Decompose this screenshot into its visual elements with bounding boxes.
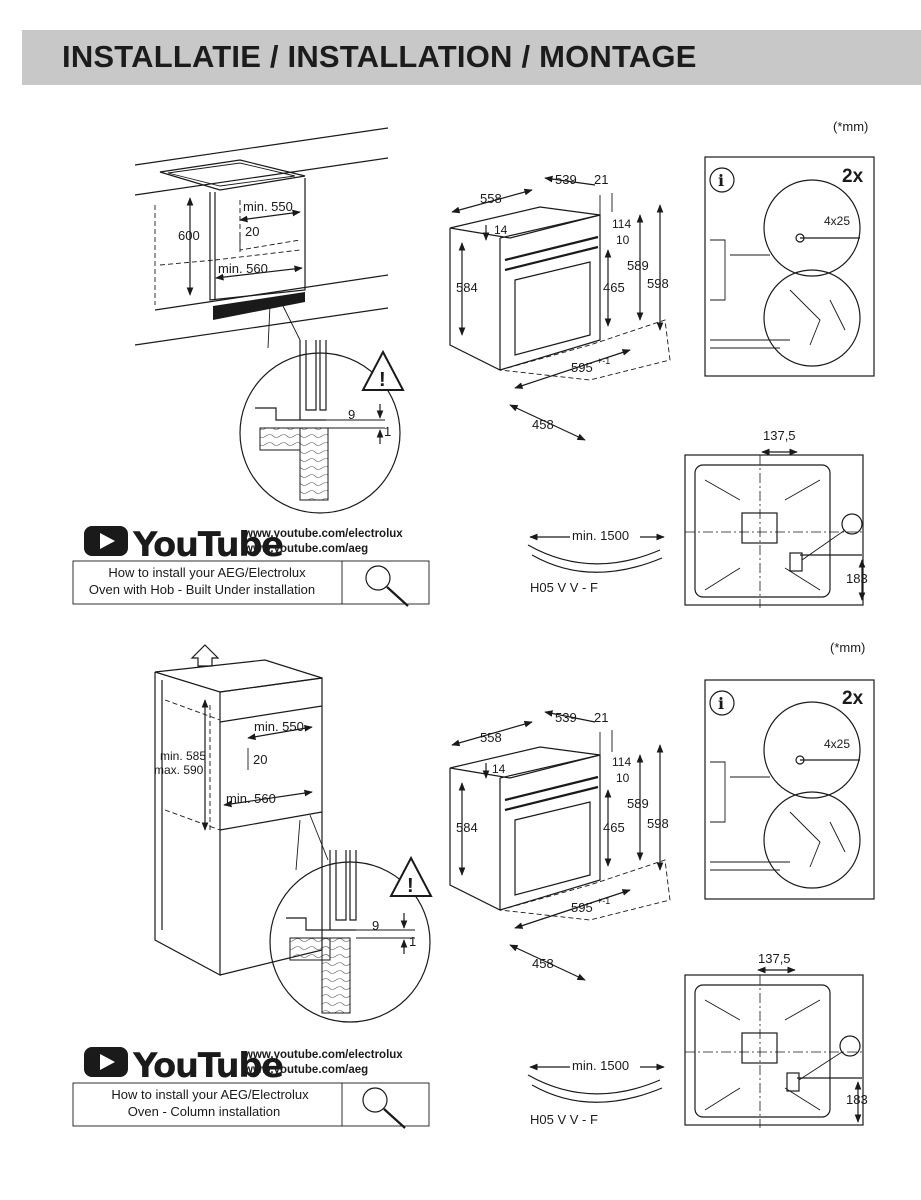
dim-column-height-min: min. 585 (160, 749, 206, 763)
dim-cabinet-height: 600 (178, 228, 200, 243)
electric-icon (841, 513, 863, 535)
youtube-url-1[interactable]: www.youtube.com/electrolux (243, 528, 403, 540)
dim-oven-step-2: 10 (616, 771, 630, 785)
youtube-wordmark: YouTube (132, 525, 283, 565)
unit-note: (*mm) (833, 119, 868, 134)
back-height: 183 (846, 571, 868, 586)
dim-detail-top-2: 9 (372, 918, 379, 933)
fixing-count: 2x (842, 166, 864, 187)
dim-detail-bottom-2: 1 (409, 934, 416, 949)
detail-circle-2: 9 1 ! (269, 814, 433, 1023)
dim-column-height-max: max. 590 (154, 763, 204, 777)
search-icon (365, 565, 391, 591)
dim-oven-front-width: 595 (571, 360, 593, 375)
dim-oven-top: 14 (494, 223, 508, 237)
cabinet-drawing: 600 min. 550 20 min. 560 (134, 127, 389, 346)
svg-text:i: i (718, 171, 724, 190)
youtube-wordmark-2: YouTube (132, 1046, 283, 1086)
video-caption-2b: Oven - Column installation (128, 1104, 280, 1119)
fixing-screw-2: 4x25 (824, 737, 850, 751)
back-view: 137,5 183 (684, 428, 868, 608)
dim-oven-depth-2: 458 (532, 956, 554, 971)
back-view-2: 137,5 183 (684, 951, 868, 1128)
back-offset-2: 137,5 (758, 951, 791, 966)
column-cabinet-drawing: min. 585 max. 590 min. 550 20 min. 560 (154, 644, 323, 977)
dim-column-gap: 20 (253, 752, 267, 767)
svg-text:!: ! (379, 369, 386, 391)
cable-type: H05 V V - F (530, 580, 598, 595)
dim-oven-h465: 465 (603, 280, 625, 295)
video-caption-2: Oven with Hob - Built Under installation (89, 582, 315, 597)
cable-length: min. 1500 (572, 528, 629, 543)
oven-drawing: 558 539 21 14 114 10 584 465 589 598 595… (449, 172, 671, 441)
dim-oven-top-right-2: 114 (612, 755, 631, 769)
dim-oven-h589-2: 589 (627, 796, 649, 811)
video-caption-1: How to install your AEG/Electrolux (108, 565, 306, 580)
dim-oven-top-right: 114 (612, 217, 631, 231)
fixing-box: i 2x 4x25 (704, 156, 875, 377)
youtube-url-2[interactable]: www.youtube.com/aeg (243, 543, 368, 555)
video-caption-1b: How to install your AEG/Electrolux (111, 1087, 309, 1102)
youtube-url-2b[interactable]: www.youtube.com/aeg (243, 1064, 368, 1076)
dim-cabinet-gap: 20 (245, 224, 259, 239)
dim-oven-door-2: 21 (594, 710, 608, 725)
cable-type-2: H05 V V - F (530, 1112, 598, 1127)
dim-oven-h584-2: 584 (456, 820, 478, 835)
dim-oven-door: 21 (594, 172, 608, 187)
dim-oven-depth: 458 (532, 417, 554, 432)
cable-length-2: min. 1500 (572, 1058, 629, 1073)
oven-drawing-2: 558 539 21 14 114 10 584 465 589 598 595… (449, 710, 671, 981)
cable-drawing: min. 1500 H05 V V - F (527, 528, 665, 595)
cable-drawing-2: min. 1500 H05 V V - F (527, 1058, 665, 1127)
back-height-2: 183 (846, 1092, 868, 1107)
dim-detail-top: 9 (348, 407, 355, 422)
dim-oven-width: 558 (480, 191, 502, 206)
info-icon (709, 167, 735, 193)
fixing-count-2: 2x (842, 688, 864, 709)
dim-oven-h598-2: 598 (647, 816, 669, 831)
dim-oven-front-width-2: 595 (571, 900, 593, 915)
dim-oven-width-2: 558 (480, 730, 502, 745)
svg-text:i: i (718, 694, 724, 713)
section-built-under: (*mm) 600 min. 550 20 (72, 119, 875, 608)
dim-oven-h598: 598 (647, 276, 669, 291)
fixing-box-2: i 2x 4x25 (704, 679, 875, 900)
search-icon (362, 1087, 388, 1113)
dim-column-width: min. 560 (226, 791, 276, 806)
dim-oven-step: 10 (616, 233, 630, 247)
dim-column-depth: min. 550 (254, 719, 304, 734)
dim-detail-bottom: 1 (384, 424, 391, 439)
dim-oven-depth-front: 539 (555, 172, 577, 187)
dim-oven-front-tol-2: +-1 (597, 896, 610, 906)
dim-cabinet-width: min. 560 (218, 261, 268, 276)
electric-icon (839, 1035, 861, 1057)
youtube-block-2[interactable]: YouTube www.youtube.com/electrolux www.y… (72, 1046, 430, 1129)
fixing-screw: 4x25 (824, 214, 850, 228)
dim-oven-h589: 589 (627, 258, 649, 273)
dim-cabinet-depth: min. 550 (243, 199, 293, 214)
youtube-url-1b[interactable]: www.youtube.com/electrolux (243, 1049, 403, 1061)
back-offset: 137,5 (763, 428, 796, 443)
detail-circle: 9 1 ! (239, 299, 405, 514)
svg-text:!: ! (407, 875, 414, 897)
dim-oven-front-tol: +-1 (597, 356, 610, 366)
dim-oven-h465-2: 465 (603, 820, 625, 835)
section-column: (*mm) min. 585 max. 590 min. 550 20 min.… (72, 640, 875, 1129)
dim-oven-depth-front-2: 539 (555, 710, 577, 725)
warning-icon (389, 855, 433, 897)
page-header: INSTALLATIE / INSTALLATION / MONTAGE (22, 30, 921, 85)
youtube-block-1[interactable]: YouTube www.youtube.com/electrolux www.y… (72, 525, 430, 607)
warning-icon (361, 349, 405, 391)
page-title: INSTALLATIE / INSTALLATION / MONTAGE (62, 39, 697, 74)
dim-oven-h584: 584 (456, 280, 478, 295)
unit-note-2: (*mm) (830, 640, 865, 655)
info-icon (709, 690, 735, 716)
dim-oven-top-2: 14 (492, 762, 506, 776)
